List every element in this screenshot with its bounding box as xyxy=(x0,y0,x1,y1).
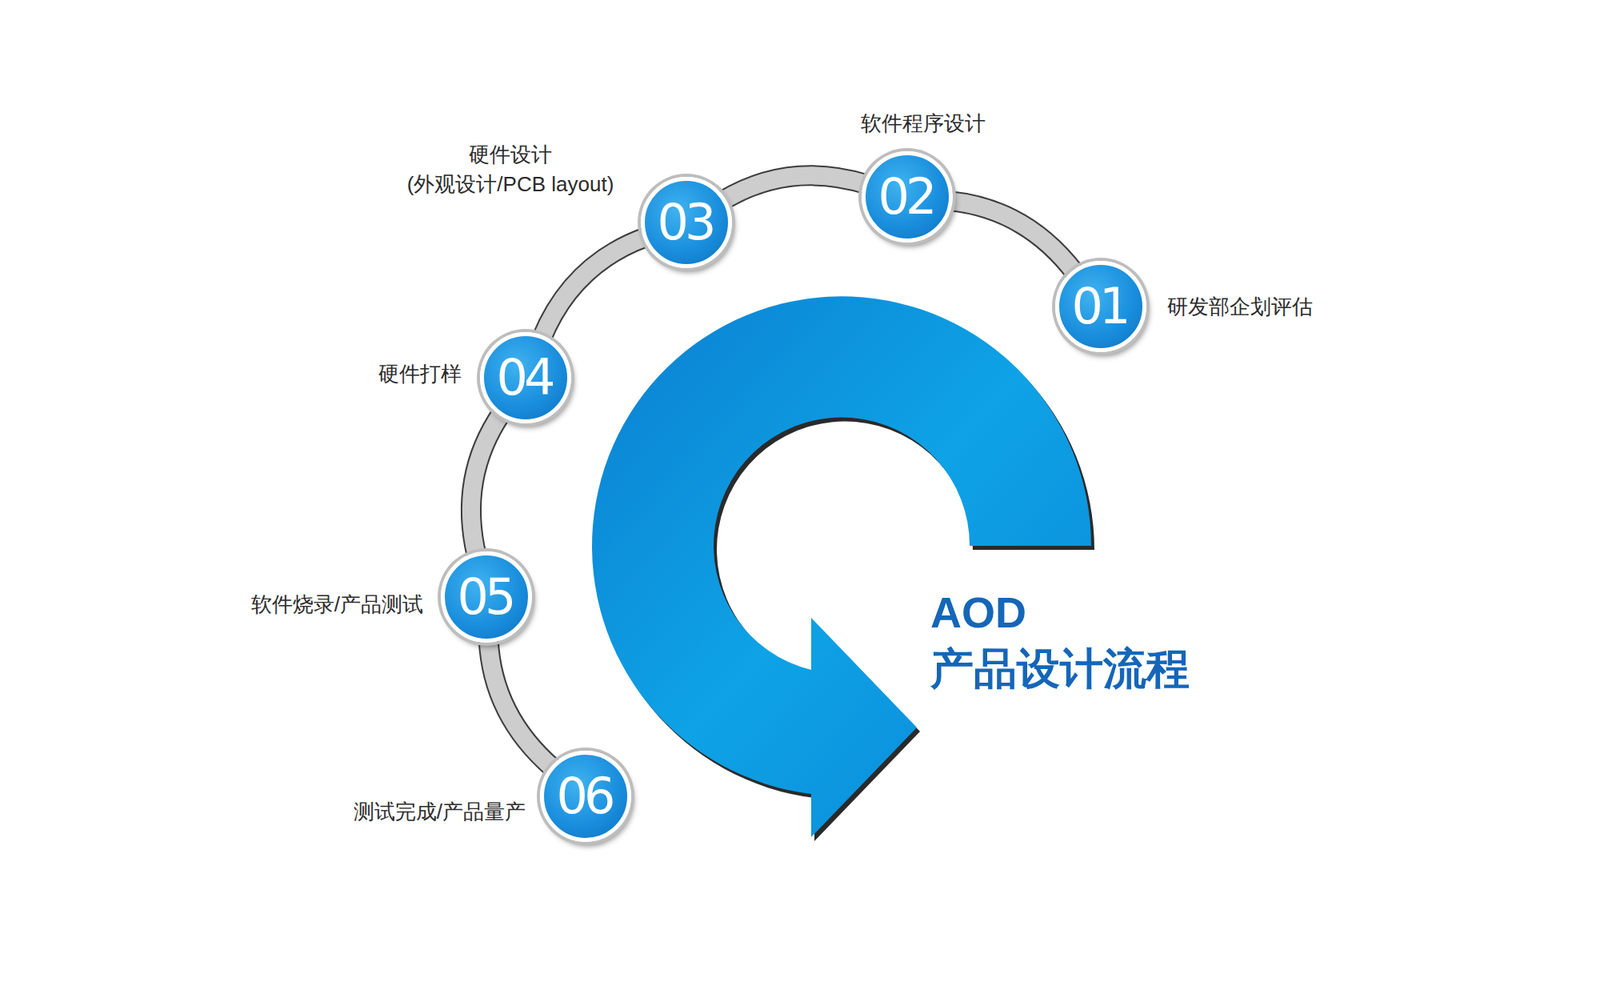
step-circle: 03硬件设计(外观设计/PCB layout) xyxy=(640,176,732,268)
step-number: 03 xyxy=(644,180,728,264)
step-text: (外观设计/PCB layout) xyxy=(407,169,615,200)
arc-band xyxy=(722,175,867,200)
step-number: 04 xyxy=(484,336,568,420)
step-number: 02 xyxy=(865,155,949,239)
step-label: 研发部企划评估 xyxy=(1167,292,1313,322)
step-circle: 04硬件打样 xyxy=(480,332,572,424)
step-circle: 02软件程序设计 xyxy=(861,151,953,243)
arc-edge xyxy=(541,236,647,339)
arc-edge xyxy=(949,200,1076,273)
step-text: 测试完成/产品量产 xyxy=(353,796,526,827)
step-text: 软件烧录/产品测试 xyxy=(251,589,424,620)
arc-band xyxy=(541,236,647,339)
arc-connector xyxy=(471,412,502,556)
step-label: 硬件设计(外观设计/PCB layout) xyxy=(407,140,615,200)
arc-connector xyxy=(488,639,554,768)
step-text: 研发部企划评估 xyxy=(1167,292,1313,322)
arc-band xyxy=(471,412,502,556)
arc-connector xyxy=(722,175,867,200)
step-label: 硬件打样 xyxy=(378,359,462,389)
arc-edge xyxy=(471,412,502,556)
step-number: 01 xyxy=(1059,264,1143,348)
step-label: 测试完成/产品量产 xyxy=(353,796,526,827)
step-number: 05 xyxy=(444,555,528,639)
step-circle: 06测试完成/产品量产 xyxy=(540,750,632,842)
arc-edge xyxy=(722,175,867,200)
step-number: 06 xyxy=(544,754,628,838)
step-circle: 05软件烧录/产品测试 xyxy=(440,551,532,643)
diagram-title: AOD 产品设计流程 xyxy=(930,584,1219,696)
step-label: 软件程序设计 xyxy=(860,108,986,139)
arrow-body xyxy=(592,296,1092,837)
step-circle: 01研发部企划评估 xyxy=(1055,260,1147,352)
arc-band xyxy=(488,639,554,768)
step-text: 硬件设计 xyxy=(407,140,615,170)
step-text: 软件程序设计 xyxy=(860,108,986,139)
arc-connector xyxy=(541,236,647,339)
arc-connector xyxy=(949,200,1076,273)
step-text: 硬件打样 xyxy=(378,359,462,389)
arc-edge xyxy=(488,639,554,768)
arc-band xyxy=(949,200,1076,273)
step-label: 软件烧录/产品测试 xyxy=(251,589,424,620)
